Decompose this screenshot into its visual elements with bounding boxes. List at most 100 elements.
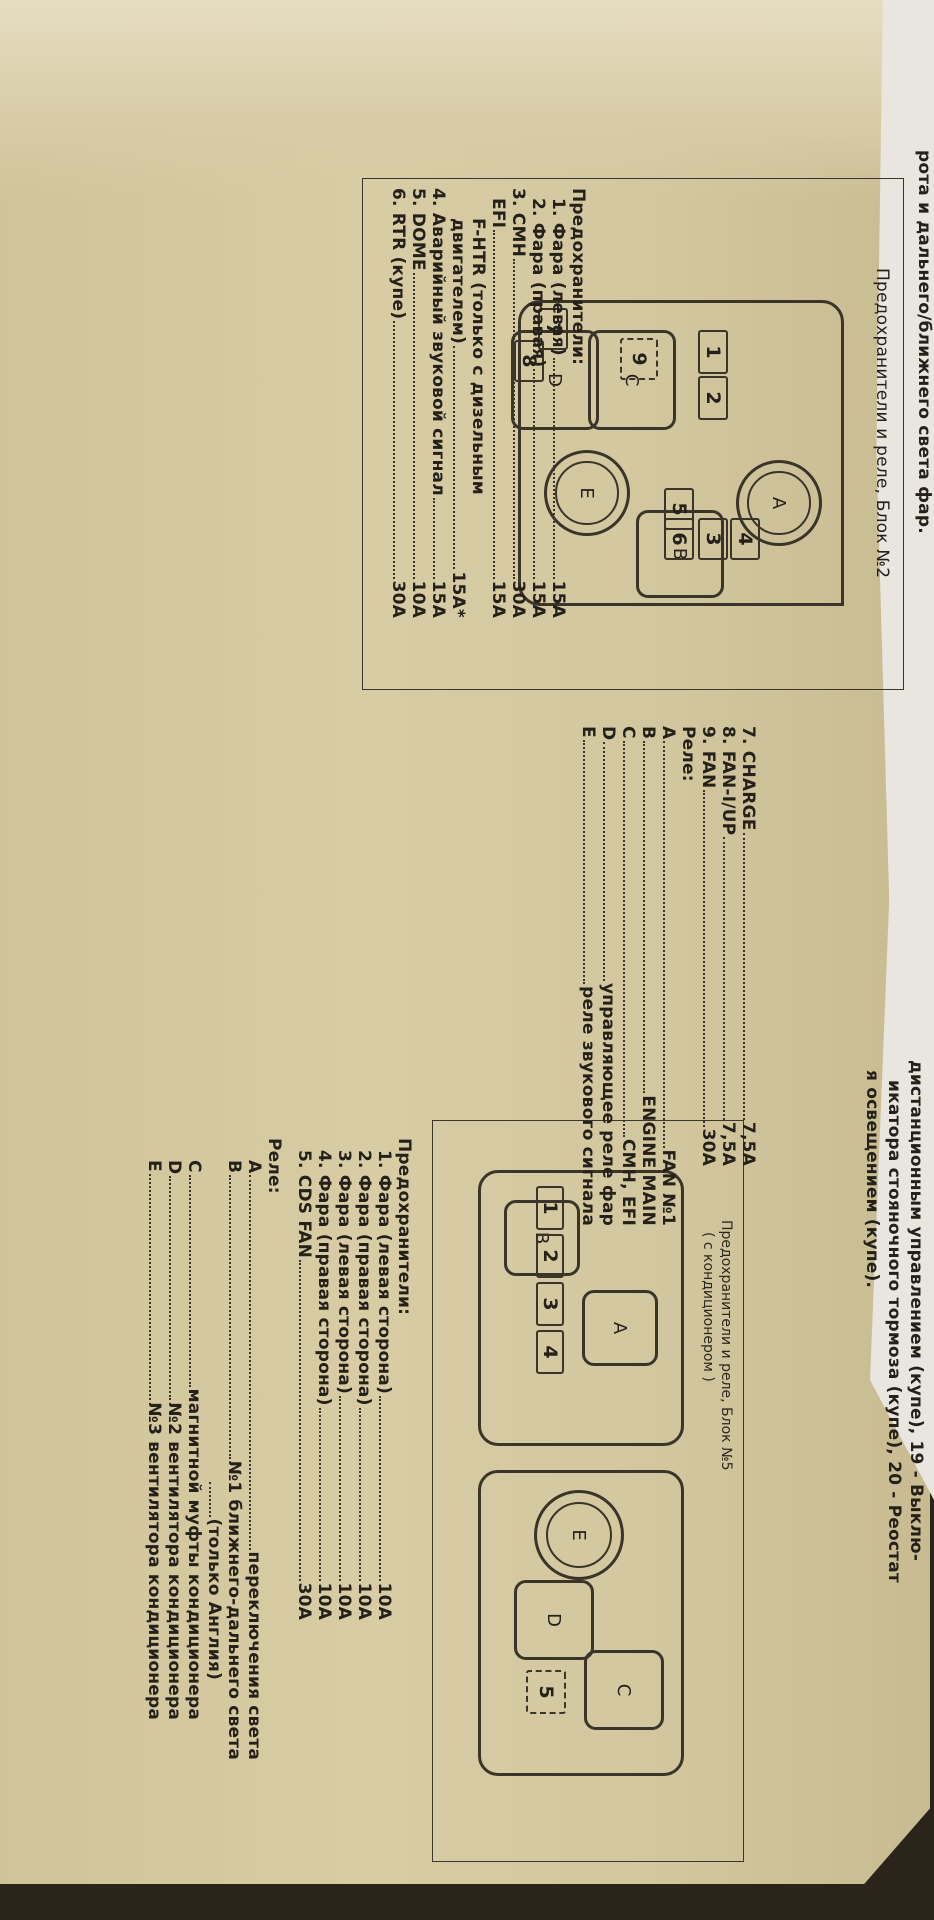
block2-fuse-row-7-leader [743, 832, 758, 1120]
block5-fuse-4: 4 [536, 1330, 564, 1374]
block2-fuse-row-4-value: 15A [488, 580, 508, 618]
block2-relay-row-c-text: C [618, 726, 638, 739]
block2-relay-row-d-leader [603, 742, 618, 981]
block5-relay-a: A [582, 1290, 658, 1366]
header-line-4: рота и дальнего/ближнего света фар. [914, 150, 934, 534]
block5-subcaption: ( с кондиционером ) [700, 1232, 716, 1382]
block2-fuse-row-8-leader [413, 272, 428, 579]
block2-fuse-row-1-text: 1. Фара (левая) [548, 198, 568, 356]
block5-fuse-row-3-text: 3. Фара (левая сторона) [334, 1150, 354, 1394]
block2-relay-row-b-text: B [638, 726, 658, 740]
block5-relay-row-5-value: №2 вентилятора кондиционера [164, 1402, 184, 1720]
header-line-3: я освещением (купе). [862, 1070, 882, 1289]
block2-fuse-row-2-text: 2. Фара (правая) [528, 198, 548, 368]
block5-relay-row-2-text: B [224, 1160, 244, 1174]
block5-diagram-right: C D E 5 [478, 1470, 684, 1776]
block2-relays-heading: Реле: [678, 726, 698, 782]
block5-fuse-row-2: 2. Фара (правая сторона)10A [354, 1150, 374, 1620]
block2-fuse-row-9: 9. FAN 30A [698, 726, 718, 1166]
block5-fuse-3: 3 [536, 1282, 564, 1326]
block5-fuse-5: 5 [526, 1670, 566, 1714]
block2-relay-row-c: C CMH, EFI [618, 726, 638, 1226]
block2-fuse-row-1-leader [553, 357, 568, 579]
block2-fuse-row-5-text: F-HTR (только с дизельным [468, 218, 488, 495]
block2-fuse-9: 9 [620, 338, 658, 380]
block2-fuse-row-9-leader [703, 790, 718, 1127]
block5-caption: Предохранители и реле, Блок №5 [718, 1220, 734, 1471]
block2-fuse-row-9-text: 9. FAN [698, 726, 718, 789]
block2-relay-row-c-leader [623, 740, 638, 1137]
block2-fuse-row-9-value: 30A [388, 580, 408, 618]
block5-relay-row-5: D №2 вентилятора кондиционера [164, 1160, 184, 1720]
block5-relay-row-3: (только Англия) [204, 1480, 224, 1680]
block5-relay-row-1-value: переключения света [244, 1551, 264, 1760]
block5-fuse-row-4-value: 10A [314, 1582, 334, 1620]
block5-fuse-row-2-value: 10A [354, 1582, 374, 1620]
block2-fuse-row-2: 2. Фара (правая) 15A [528, 198, 548, 618]
block2-relay-row-a-value: FAN №1 [658, 1149, 678, 1226]
block2-fuse-row-9-leader [393, 321, 408, 579]
block5-relay-row-6-text: E [144, 1160, 164, 1172]
block2-fuse-2: 2 [698, 376, 728, 420]
block2-fuse-row-3-value: 30A [508, 580, 528, 618]
block5-fuse-row-5-value: 30A [294, 1582, 314, 1620]
block5-relay-row-4-text: C [184, 1160, 204, 1173]
block2-fuse-row-2-leader [533, 369, 548, 579]
block5-fuse-row-2-leader [359, 1407, 374, 1581]
block2-caption: Предохранители и реле, Блок №2 [872, 268, 892, 579]
block5-relay-row-2: B №1 ближнего-дальнего света [224, 1160, 244, 1760]
block5-relay-row-4-value: магнитной муфты кондиционера [184, 1388, 204, 1720]
block2-fuse-row-3-leader [513, 259, 528, 579]
block2-fuse-row-8-text: 5. DOME [408, 188, 428, 271]
block5-relay-row-6-leader [149, 1173, 164, 1401]
block2-relay-row-e-value: реле звукового сигнала [578, 986, 598, 1226]
block5-fuse-row-3-leader [339, 1395, 354, 1581]
block2-fuse-row-8-text: 8. FAN-I/UP [718, 726, 738, 836]
block5-label-e: E [545, 1501, 613, 1569]
block5-fuse-row-3-value: 10A [334, 1582, 354, 1620]
block5-relays-heading: Реле: [264, 1138, 284, 1194]
block5-relay-row-2-leader [229, 1175, 244, 1459]
block5-relay-e: E [534, 1490, 624, 1580]
block2-fuse-row-9-text: 6. RTR (купе) [388, 188, 408, 320]
block2-fuse-row-4-leader [493, 230, 508, 579]
block2-fuse-row-3: 3. CMH 30A [508, 188, 528, 618]
block2-fuse-row-7-value: 15A [428, 580, 448, 618]
block5-relay-row-5-text: D [164, 1160, 184, 1175]
block2-fuse-3: 3 [698, 518, 728, 560]
block2-relay-row-c-value: CMH, EFI [618, 1138, 638, 1226]
block5-fuse-row-3: 3. Фара (левая сторона) 10A [334, 1150, 354, 1620]
block2-fuse-row-5: F-HTR (только с дизельным [468, 218, 488, 495]
block2-relay-row-e-text: E [578, 726, 598, 738]
block2-fuse-6: 6 [664, 518, 694, 560]
block5-relay-row-1-leader [249, 1175, 264, 1550]
block5-fuses-heading: Предохранители: [394, 1138, 414, 1316]
block2-relay-row-e-leader [583, 739, 598, 985]
block2-fuse-row-6-text: двигателем) [448, 218, 468, 344]
paper-sheet [0, 0, 930, 1884]
block2-relay-row-a-leader [663, 741, 678, 1148]
block2-fuse-row-9-value: 30A [698, 1128, 718, 1166]
block5-fuse-row-4: 4. Фара (правая сторона)10A [314, 1150, 334, 1620]
block5-relay-row-4-leader [189, 1174, 204, 1387]
block5-relay-c: C [584, 1650, 664, 1730]
block2-fuse-row-3-text: 3. CMH [508, 188, 528, 258]
block2-fuse-row-2-value: 15A [528, 580, 548, 618]
block2-fuse-row-7-value: 7,5A [738, 1121, 758, 1166]
block5-relay-row-2-value: №1 ближнего-дальнего света [224, 1460, 244, 1760]
block5-relay-row-1-text: A [244, 1160, 264, 1174]
block2-fuse-row-7-leader [433, 497, 448, 579]
block2-relay-row-a-text: A [658, 726, 678, 740]
block2-relay-row-b-leader [643, 741, 658, 1094]
paper-edge [0, 0, 934, 200]
